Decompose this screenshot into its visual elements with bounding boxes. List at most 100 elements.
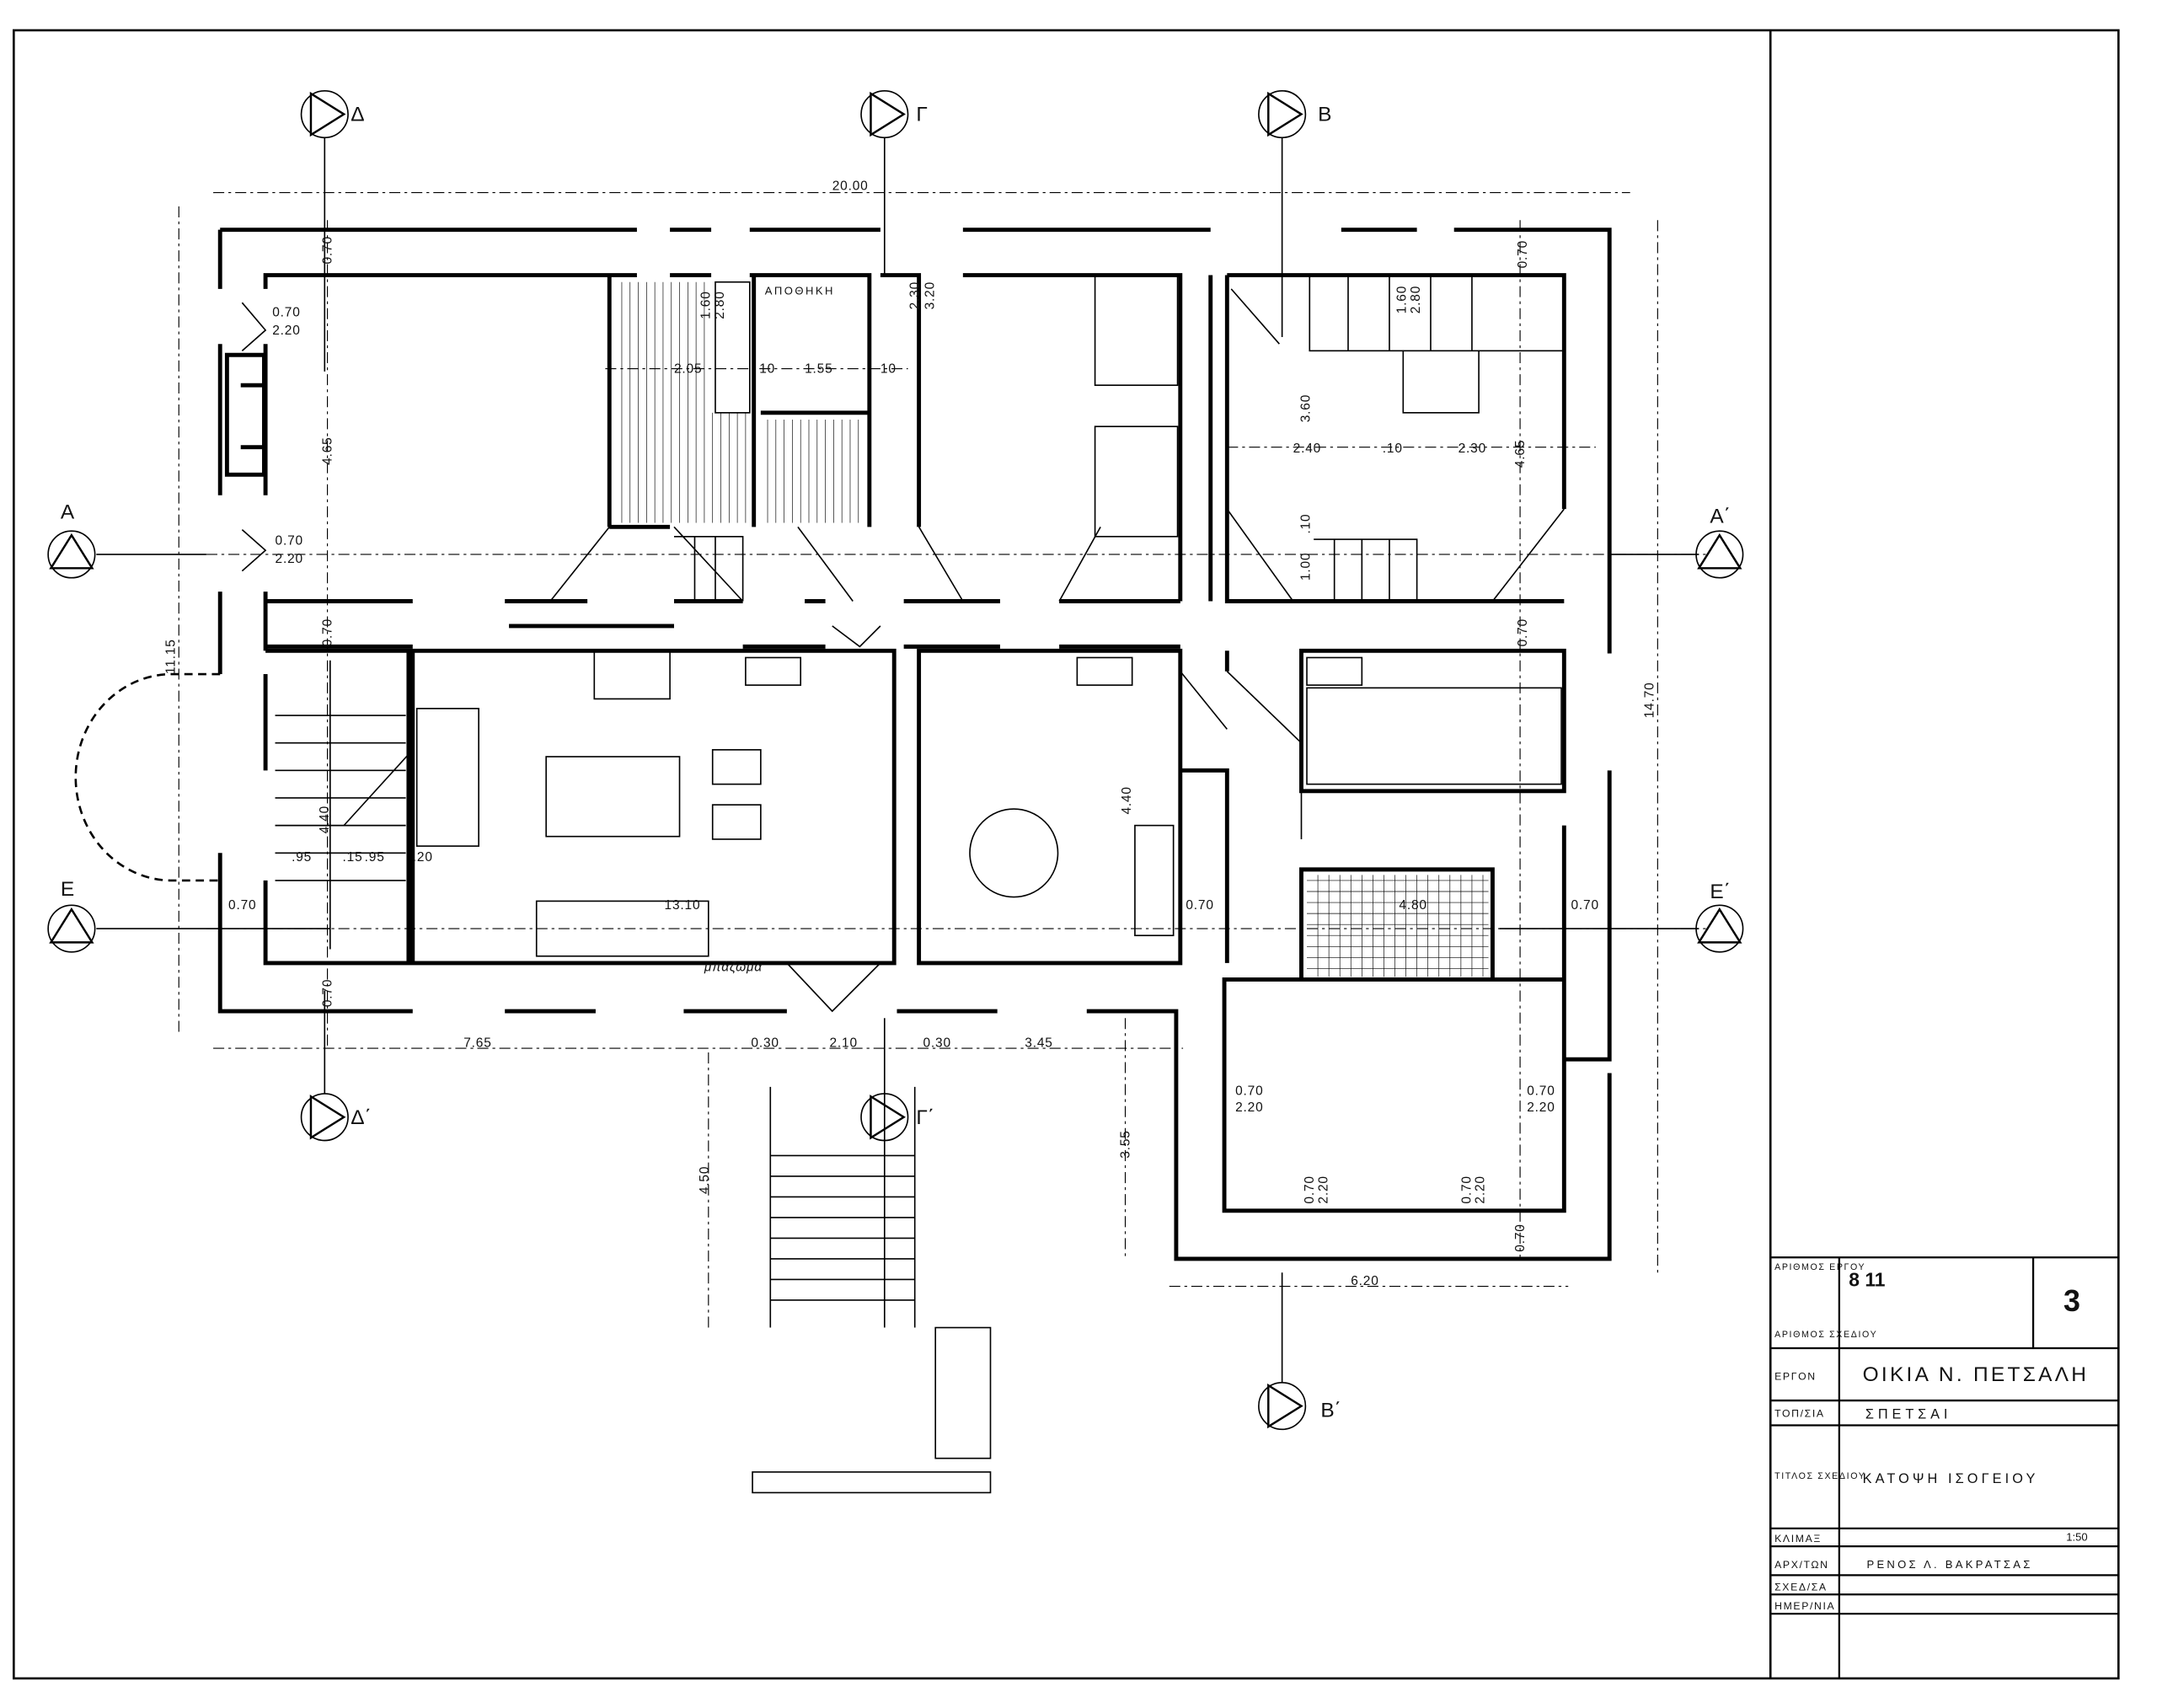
- drafter-label: ΣΧΕΔ/ΣΑ: [1774, 1581, 1828, 1593]
- svg-text:3.55: 3.55: [1118, 1130, 1132, 1158]
- svg-text:0.70: 0.70: [1527, 1084, 1555, 1099]
- svg-text:Δ΄: Δ΄: [351, 1106, 371, 1129]
- svg-text:0.70: 0.70: [320, 236, 335, 264]
- location: ΣΠΕΤΣΑΙ: [1865, 1406, 1952, 1422]
- section-marker-g2: Γ΄: [860, 1093, 934, 1142]
- section-marker-d: Δ: [300, 89, 365, 139]
- door-swings: [241, 302, 1565, 1013]
- svg-text:14.70: 14.70: [1642, 682, 1657, 718]
- svg-text:2.40: 2.40: [1293, 442, 1321, 456]
- svg-text:2.30: 2.30: [1459, 442, 1486, 456]
- date-label: ΗΜΕΡ/ΝΙΑ: [1774, 1600, 1835, 1612]
- svg-text:0.70: 0.70: [1459, 1175, 1474, 1203]
- project-no: 8 11: [1849, 1269, 1885, 1291]
- architect-label: ΑΡΧ/ΤΩΝ: [1774, 1559, 1829, 1571]
- svg-text:0.70: 0.70: [228, 898, 256, 913]
- svg-text:.95: .95: [365, 850, 385, 865]
- svg-text:0.70: 0.70: [1186, 898, 1213, 913]
- svg-text:4.40: 4.40: [318, 806, 332, 833]
- svg-text:.10: .10: [1298, 514, 1313, 534]
- location-label: ΤΟΠ/ΣΙΑ: [1774, 1408, 1825, 1420]
- semicircular-terrace: [74, 672, 221, 882]
- svg-text:10: 10: [759, 361, 775, 376]
- floor-plan: Δ Γ Β Α Α΄ Ε Ε΄ Δ΄ Γ΄ Β΄ ΑΠΟΘΗΚΗ μπάζωμα…: [47, 89, 1744, 1494]
- svg-text:0.70: 0.70: [1303, 1175, 1317, 1203]
- svg-text:4.65: 4.65: [1513, 440, 1528, 468]
- svg-text:2.80: 2.80: [1409, 286, 1423, 313]
- svg-text:11.15: 11.15: [163, 639, 178, 674]
- svg-text:.10: .10: [1383, 442, 1403, 456]
- scale-label: ΚΛΙΜΑΞ: [1774, 1533, 1822, 1545]
- title-block: [1770, 1256, 2119, 1679]
- svg-text:0.30: 0.30: [751, 1036, 779, 1050]
- scale: 1:50: [2066, 1531, 2087, 1544]
- svg-text:2.05: 2.05: [674, 361, 702, 376]
- room-label-storage: ΑΠΟΘΗΚΗ: [765, 284, 835, 297]
- svg-text:1.55: 1.55: [805, 361, 832, 376]
- svg-text:2.20: 2.20: [1474, 1175, 1488, 1203]
- section-marker-d2: Δ΄: [300, 1093, 372, 1142]
- svg-text:1.60: 1.60: [698, 291, 713, 319]
- title-block-text: ΑΡΙΘΜΟΣ ΕΡΓΟΥ 8 11 ΑΡΙΘΜΟΣ ΣΧΕΔΙΟΥ 3 ΕΡΓ…: [1774, 1262, 2090, 1612]
- drawing-no: 3: [2063, 1283, 2080, 1318]
- section-marker-b2: Β΄: [1258, 1382, 1341, 1431]
- sheet-border: [13, 29, 2120, 1680]
- svg-text:2.20: 2.20: [1527, 1100, 1555, 1115]
- project-no-label: ΑΡΙΘΜΟΣ ΕΡΓΟΥ: [1774, 1262, 1865, 1272]
- drawing-no-label: ΑΡΙΘΜΟΣ ΣΧΕΔΙΟΥ: [1774, 1330, 1877, 1340]
- dimension-labels: 20.00 11.15 14.70 0.70 0.70 2.20 4.65 0.…: [163, 179, 1657, 1288]
- svg-text:4.65: 4.65: [320, 436, 335, 464]
- svg-text:4.80: 4.80: [1399, 898, 1426, 913]
- section-cut-lines: [96, 137, 1699, 1383]
- svg-text:Α΄: Α΄: [1710, 505, 1730, 527]
- drawing-title-label: ΤΙΤΛΟΣ ΣΧΕΔΙΟΥ: [1774, 1471, 1865, 1481]
- dining-table: [969, 808, 1059, 898]
- svg-text:2.10: 2.10: [829, 1036, 857, 1050]
- svg-text:Δ: Δ: [351, 104, 364, 126]
- project-name: ΟΙΚΙΑ Ν. ΠΕΤΣΑΛΗ: [1863, 1363, 2090, 1386]
- section-marker-e: Ε: [47, 878, 96, 953]
- svg-text:3.45: 3.45: [1025, 1036, 1052, 1050]
- drawing-title: ΚΑΤΟΨΗ ΙΣΟΓΕΙΟΥ: [1863, 1471, 2039, 1486]
- svg-text:2.20: 2.20: [1235, 1100, 1263, 1115]
- svg-text:Β: Β: [1318, 104, 1331, 126]
- svg-text:13.10: 13.10: [665, 898, 701, 913]
- svg-text:4.40: 4.40: [1120, 786, 1134, 814]
- svg-text:Α: Α: [61, 501, 75, 524]
- section-markers: Δ Γ Β Α Α΄ Ε Ε΄ Δ΄ Γ΄ Β΄: [47, 89, 1744, 1431]
- svg-text:Γ: Γ: [916, 104, 927, 126]
- bath-tiles: [621, 281, 1489, 977]
- svg-text:Β΄: Β΄: [1320, 1400, 1341, 1422]
- svg-text:6.20: 6.20: [1351, 1274, 1378, 1288]
- interior-walls: [263, 273, 1566, 1213]
- svg-text:.20: .20: [413, 850, 433, 865]
- svg-text:.95: .95: [292, 850, 312, 865]
- fireplace: [224, 352, 266, 477]
- svg-text:0.70: 0.70: [320, 618, 335, 646]
- stairs: [275, 275, 1565, 1494]
- svg-text:1.60: 1.60: [1395, 286, 1410, 313]
- svg-text:Ε: Ε: [61, 878, 74, 901]
- project-label: ΕΡΓΟΝ: [1774, 1371, 1817, 1383]
- svg-text:2.20: 2.20: [272, 324, 300, 338]
- svg-text:3.20: 3.20: [923, 281, 938, 309]
- svg-text:4.50: 4.50: [698, 1166, 712, 1194]
- architect: ΡΕΝΟΣ Λ. ΒΑΚΡΑΤΣΑΣ: [1867, 1558, 2033, 1571]
- entrance-steps: [752, 1086, 992, 1494]
- svg-text:2.20: 2.20: [276, 552, 303, 566]
- svg-text:2.30: 2.30: [908, 281, 923, 309]
- dimension-lines: [178, 192, 1706, 1328]
- svg-text:10: 10: [880, 361, 897, 376]
- section-marker-g: Γ: [860, 89, 928, 139]
- svg-text:0.70: 0.70: [1516, 240, 1530, 268]
- exterior-wall-outline: [217, 228, 1612, 1261]
- svg-text:0.70: 0.70: [1513, 1223, 1528, 1251]
- svg-text:2.20: 2.20: [1317, 1175, 1331, 1203]
- room-label-fill: μπάζωμα: [704, 961, 763, 975]
- svg-text:0.70: 0.70: [1516, 618, 1530, 646]
- section-marker-a: Α: [47, 501, 96, 579]
- section-marker-a2: Α΄: [1695, 505, 1744, 579]
- furniture: [415, 274, 1562, 957]
- svg-text:3.60: 3.60: [1298, 394, 1313, 422]
